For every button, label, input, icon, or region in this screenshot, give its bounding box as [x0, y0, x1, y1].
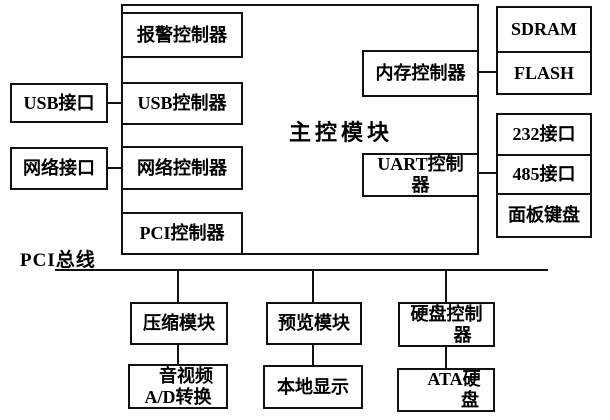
rs485-label: 485接口 [512, 164, 576, 184]
sdram-label: SDRAM [511, 19, 577, 39]
panel-keyboard-label: 面板键盘 [508, 205, 580, 225]
flash-label: FLASH [513, 62, 574, 83]
local-display-box: 本地显示 [263, 365, 363, 409]
connector-bus-to-hdd-controller [445, 271, 447, 302]
alarm-controller-box: 报警控制器 [121, 12, 243, 58]
av-ad-converter-box: 音视频 A/D转换 [128, 364, 228, 409]
compression-module-label: 压缩模块 [143, 313, 215, 333]
local-display-label: 本地显示 [277, 376, 349, 397]
flash-cell: FLASH [498, 53, 590, 93]
io-ports-stack: 232接口 485接口 面板键盘 [496, 113, 592, 238]
usb-controller-box: USB控制器 [121, 82, 243, 125]
connector-bus-to-preview [312, 271, 314, 302]
usb-port-box: USB接口 [10, 83, 108, 123]
preview-module-box: 预览模块 [266, 302, 362, 345]
av-ad-converter-label-line1: 音视频 [159, 365, 213, 386]
alarm-controller-label: 报警控制器 [137, 24, 227, 45]
uart-controller-box: UART控制 器 [362, 153, 479, 197]
ata-hdd-label-line1: ATA硬 [427, 369, 481, 389]
preview-module-label: 预览模块 [278, 313, 350, 333]
connector-uart-controller-to-rs485 [479, 172, 496, 174]
connector-network-port-to-network-controller [108, 167, 121, 169]
hdd-controller-box: 硬盘控制 器 [398, 302, 495, 347]
pci-controller-label: PCI控制器 [139, 223, 225, 243]
rs485-cell: 485接口 [498, 156, 590, 195]
memory-devices-stack: SDRAM FLASH [496, 6, 592, 95]
connector-preview-to-local-display [312, 345, 314, 365]
network-controller-box: 网络控制器 [121, 146, 243, 190]
av-ad-converter-label-line2: A/D转换 [144, 386, 212, 407]
usb-port-label: USB接口 [23, 92, 95, 113]
main-module-label: 主控模块 [289, 120, 394, 145]
rs232-label: 232接口 [512, 124, 576, 144]
connector-usb-port-to-usb-controller [108, 102, 121, 104]
network-port-label: 网络接口 [23, 158, 95, 178]
network-port-box: 网络接口 [10, 147, 108, 190]
network-controller-label: 网络控制器 [137, 157, 227, 178]
pci-bus-label: PCI总线 [20, 250, 96, 271]
memory-controller-label: 内存控制器 [375, 63, 466, 83]
main-module-box [121, 4, 479, 255]
sdram-cell: SDRAM [498, 8, 590, 53]
memory-controller-box: 内存控制器 [362, 50, 479, 97]
connector-compression-to-av-ad [177, 345, 179, 364]
ata-hdd-box: ATA硬 盘 [397, 368, 495, 412]
rs232-cell: 232接口 [498, 115, 590, 156]
compression-module-box: 压缩模块 [130, 302, 228, 345]
connector-bus-to-compression [177, 271, 179, 302]
pci-bus-line [55, 269, 548, 271]
uart-controller-label-line1: UART控制 [377, 154, 464, 174]
hdd-controller-label-line2: 器 [453, 324, 472, 345]
panel-keyboard-cell: 面板键盘 [498, 195, 590, 236]
connector-hdd-controller-to-ata-hdd [445, 347, 447, 368]
ata-hdd-label-line2: 盘 [461, 390, 479, 410]
pci-controller-box: PCI控制器 [121, 212, 243, 255]
uart-controller-label-line2: 器 [411, 175, 430, 195]
connector-memory-controller-to-flash [479, 71, 496, 73]
hdd-controller-label-line1: 硬盘控制 [410, 303, 483, 324]
usb-controller-label: USB控制器 [137, 93, 227, 113]
